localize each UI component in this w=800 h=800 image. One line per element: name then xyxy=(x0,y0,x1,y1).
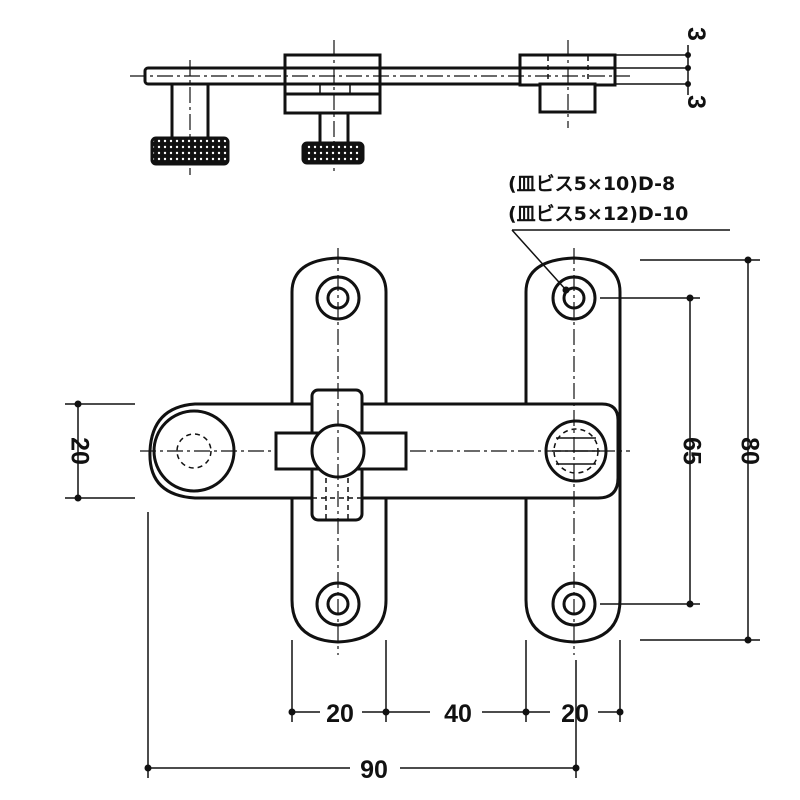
screw-callout: (皿ビス5×10)D-8 (皿ビス5×12)D-10 xyxy=(508,173,730,294)
screw-note-line1: (皿ビス5×10)D-8 xyxy=(508,173,675,195)
bar-end-hole xyxy=(152,409,236,493)
dim-hole-pitch: 65 xyxy=(677,437,705,465)
dim-span-left: 20 xyxy=(326,700,354,728)
screw-hole-left-bottom xyxy=(315,581,361,627)
middle-knurled-knob xyxy=(301,141,365,165)
front-view xyxy=(140,248,630,655)
dim-thickness-a: 3 xyxy=(682,27,710,41)
receiver-boss xyxy=(544,419,608,483)
screw-note-line2: (皿ビス5×12)D-10 xyxy=(508,203,688,225)
dim-plate-height: 80 xyxy=(735,437,763,465)
dim-bar-height: 20 xyxy=(65,437,93,465)
left-knurled-knob xyxy=(150,136,230,166)
dim-span-right: 20 xyxy=(561,700,589,728)
dimensions: 20 65 80 20 40 20 xyxy=(65,256,763,784)
side-view: 3 3 xyxy=(130,27,710,175)
dim-span-middle: 40 xyxy=(444,700,472,728)
screw-hole-right-bottom xyxy=(551,581,597,627)
dim-thickness-b: 3 xyxy=(682,95,710,109)
screw-hole-left-top xyxy=(315,275,361,321)
screw-hole-right-top xyxy=(551,275,597,321)
dim-overall-width: 90 xyxy=(360,756,388,784)
